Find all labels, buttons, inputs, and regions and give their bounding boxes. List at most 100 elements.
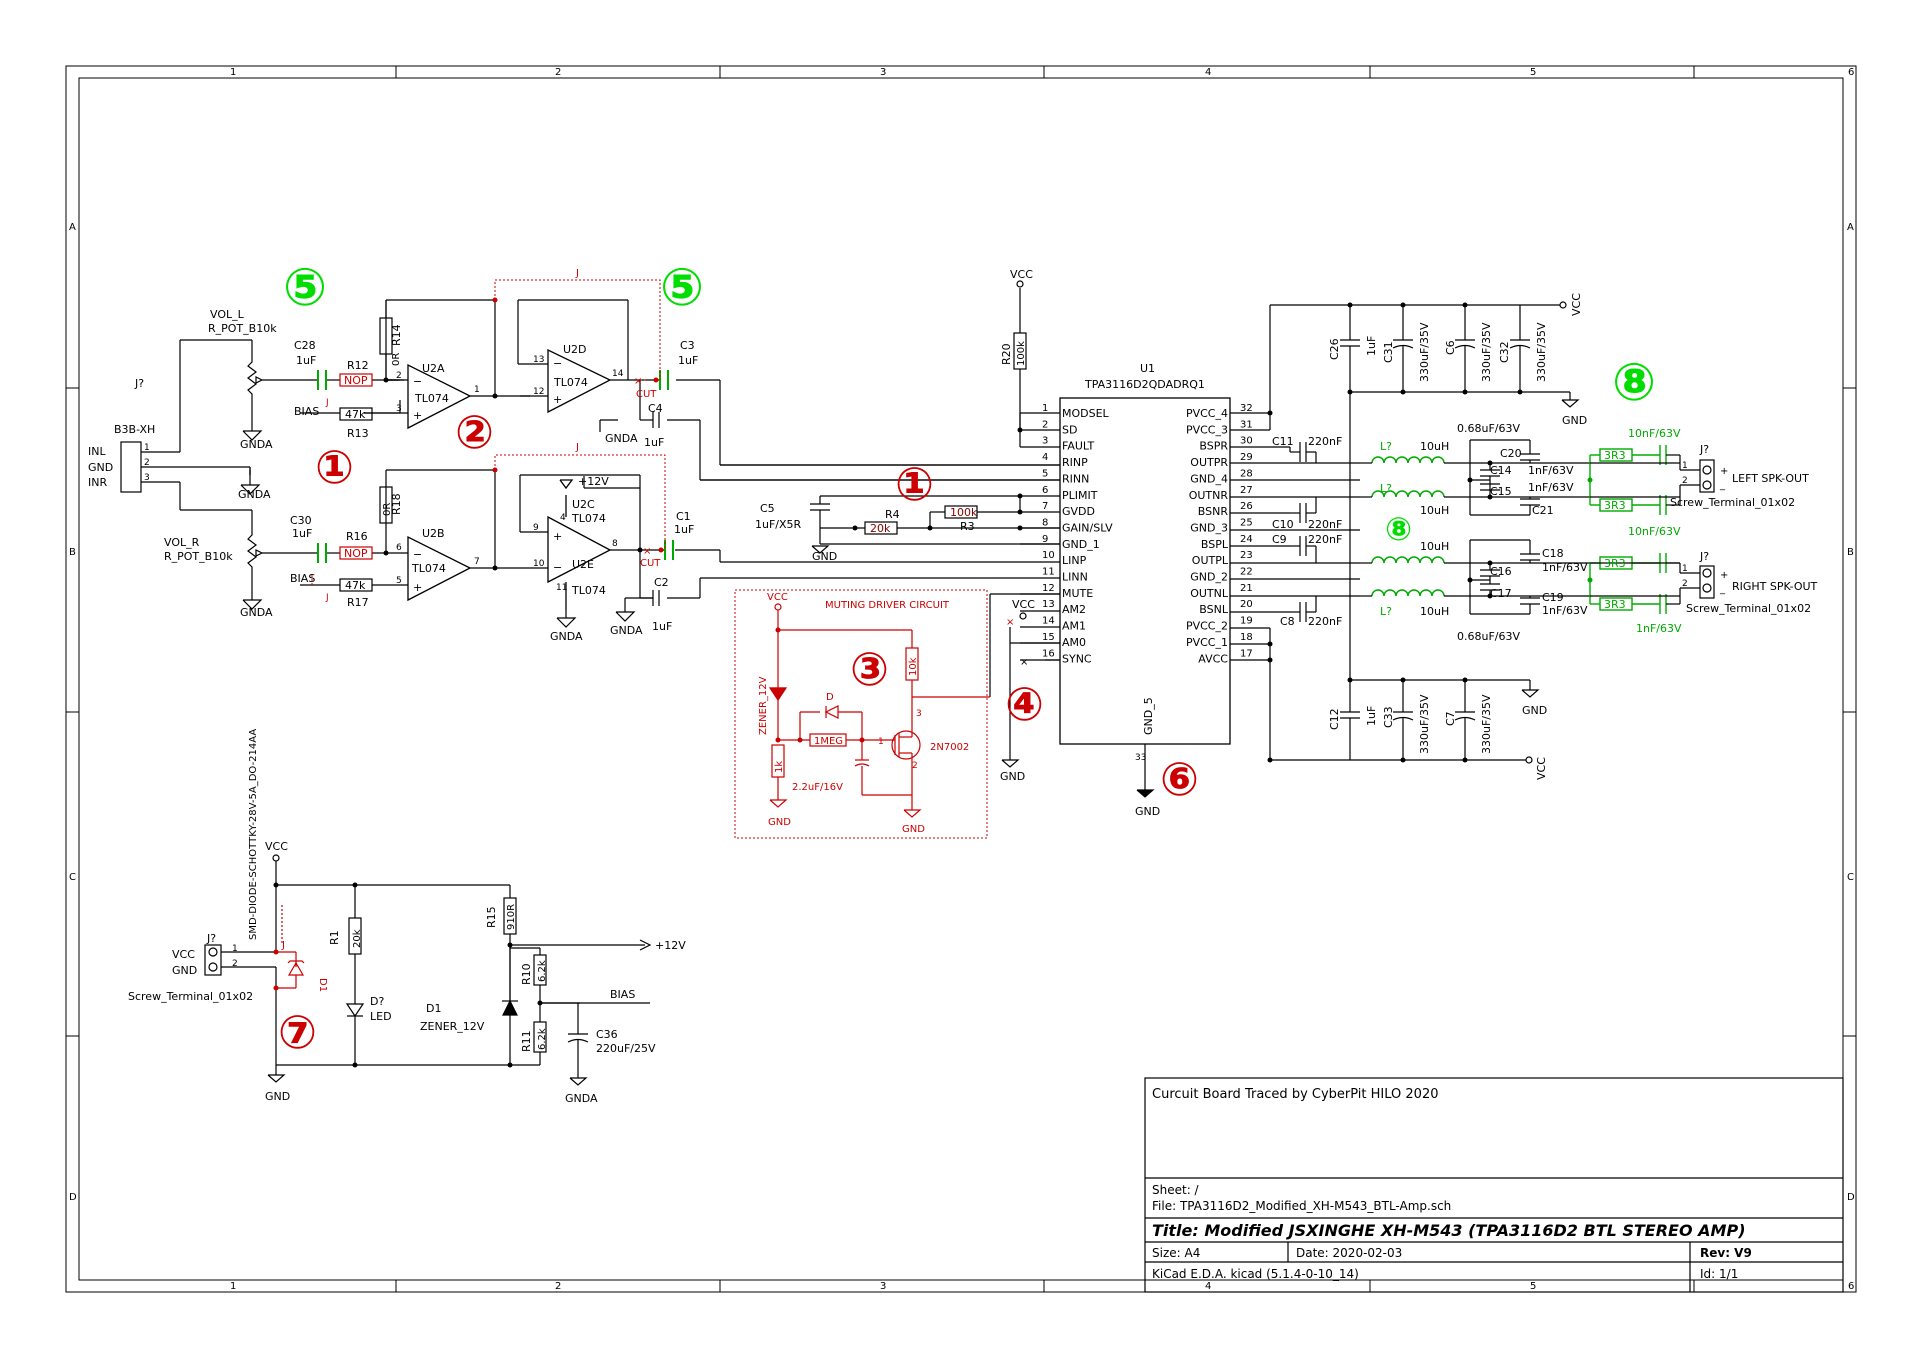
r20-labels: VCC R20 100k [1000,268,1033,366]
ic-pin-name: BSPR [1199,440,1228,453]
r20-value: 100k [1016,341,1027,366]
ic-pin-number: 12 [1042,583,1055,594]
u2c-text: +− U2C TL074 U2E TL074 +12V 910 8 411 GN… [533,475,618,643]
gnda-label: GNDA [610,624,643,637]
callout-badges: ① ② ① ③ ④ ⑥ ⑦ ⑤ ⑤ ⑧ ⑧ [278,258,1656,1059]
u2b-ref: U2B [422,527,445,540]
r11-value: 6.2k [537,1028,548,1050]
ic-pin-number: 4 [1042,452,1048,463]
col-label: 3 [880,67,886,78]
am-pins [989,593,1060,768]
svg-text:8: 8 [612,539,618,549]
r10k-label: 10k [908,657,919,676]
zener-value: ZENER_12V [420,1020,485,1033]
ic-pin-name: PVCC_2 [1186,620,1228,633]
ic-pin-name: GND_2 [1190,571,1228,584]
svg-text:4: 4 [560,513,566,523]
ic-pin-name: FAULT [1062,440,1095,453]
u2d-ref: U2D [563,343,587,356]
u2e-gnda [556,610,577,628]
c330-value: 330uF/35V [1535,322,1548,382]
badge-8-small: ⑧ [1385,510,1412,548]
r12-value: NOP [344,374,368,387]
ic-pin-name: AM0 [1062,636,1086,649]
c068-value: 0.68uF/63V [1457,422,1520,435]
r3r3: 3R3 [1604,499,1626,512]
svg-text:×: × [634,376,642,387]
c1-value: 1uF [674,523,694,536]
ic-pin-number: 32 [1240,403,1253,414]
gnda-label: GNDA [240,606,273,619]
pin-num: 1 [878,737,884,747]
badge-1-left: ① [315,440,354,494]
gnd-label: GND [1562,414,1587,427]
svg-text:+: + [413,409,422,422]
c15-ref: C15 [1490,485,1512,498]
r17-ref: R17 [347,596,369,609]
diode-package-label: SMD-DIODE-SCHOTTKY-28V-5A_DO-214AA [248,729,259,940]
ic-pin-number: 2 [1042,419,1048,430]
c10-value: 220nF [1308,518,1342,531]
c30-value: 1uF [292,527,312,540]
svg-text:×: × [1006,617,1014,628]
svg-text:5: 5 [396,576,402,586]
c2-value: 1uF [652,620,672,633]
r3r3: 3R3 [1604,598,1626,611]
ic-pin-number: 28 [1240,468,1253,479]
svg-text:_: _ [1719,584,1726,595]
col-label: 6 [1848,1281,1854,1292]
supply-dots [1267,302,1523,763]
muting-circuit [768,603,990,818]
inductor-wires [1360,439,1590,615]
u2a-value: TL074 [414,392,449,405]
c18-value: 1nF/63V [1542,561,1588,574]
screw-label: Screw_Terminal_01x02 [1686,602,1811,615]
u2e-value: TL074 [571,584,606,597]
conn-ref: J? [134,377,144,390]
ic-pin-name: AM1 [1062,620,1086,633]
badge-5-right: ⑤ [660,258,704,318]
muting-labels: MUTING DRIVER CIRCUIT VCC ZENER_12V D 1M… [758,592,969,835]
c4-value: 1uF [644,436,664,449]
r10-ref: R10 [520,963,533,985]
traced-by: Curcuit Board Traced by CyberPit HILO 20… [1152,1087,1439,1102]
ic-pin-name: OUTPL [1192,554,1229,567]
r1k-label: 1k [774,761,785,773]
c12-ref: C12 [1328,708,1341,730]
ic-pin-number: 24 [1240,534,1253,545]
c20-value: 1nF/63V [1528,464,1574,477]
screw-label: Screw_Terminal_01x02 [128,990,253,1003]
d1-label: D1 [317,978,328,992]
l-value: 10uH [1420,605,1449,618]
c10n-label: 10nF/63V [1628,427,1681,440]
vcc-label: VCC [265,840,288,853]
svg-text:−: − [553,357,562,370]
r1meg-label: 1MEG [814,736,843,747]
size: Size: A4 [1152,1246,1200,1260]
svg-text:2: 2 [1682,579,1688,589]
col-label: 5 [1530,67,1536,78]
r4-value: 20k [870,522,891,535]
ic-pin-number: 11 [1042,567,1055,578]
bootstrap-caps [1289,442,1317,622]
left-passive-labels: C28 1uF R12 NOP 47k R13 BIAS 0R R14 C3 1… [294,324,698,449]
ic-ref: U1 [1140,362,1155,375]
ic-pin-number: 10 [1042,550,1055,561]
gnd-label: GND [1000,770,1025,783]
badge-1-right: ① [895,457,934,511]
ic-pin-name: BSNL [1199,603,1229,616]
r13-value: 47k [345,408,366,421]
svg-text:1: 1 [474,385,480,395]
plus12v-label: +12V [655,939,686,952]
r10-value: 6.2k [537,960,548,982]
r18-ref: R18 [390,493,403,515]
gain-dots [852,493,1023,531]
badge-3: ③ [850,642,889,696]
pin-num: 3 [916,709,922,719]
ic-pin-name: BSNR [1198,505,1229,518]
ic-pin-number: 29 [1240,452,1253,463]
r3r3: 3R3 [1604,557,1626,570]
ic-pin-name: RINN [1062,472,1089,485]
svg-text:−: − [413,548,422,561]
c8-value: 220nF [1308,615,1342,628]
